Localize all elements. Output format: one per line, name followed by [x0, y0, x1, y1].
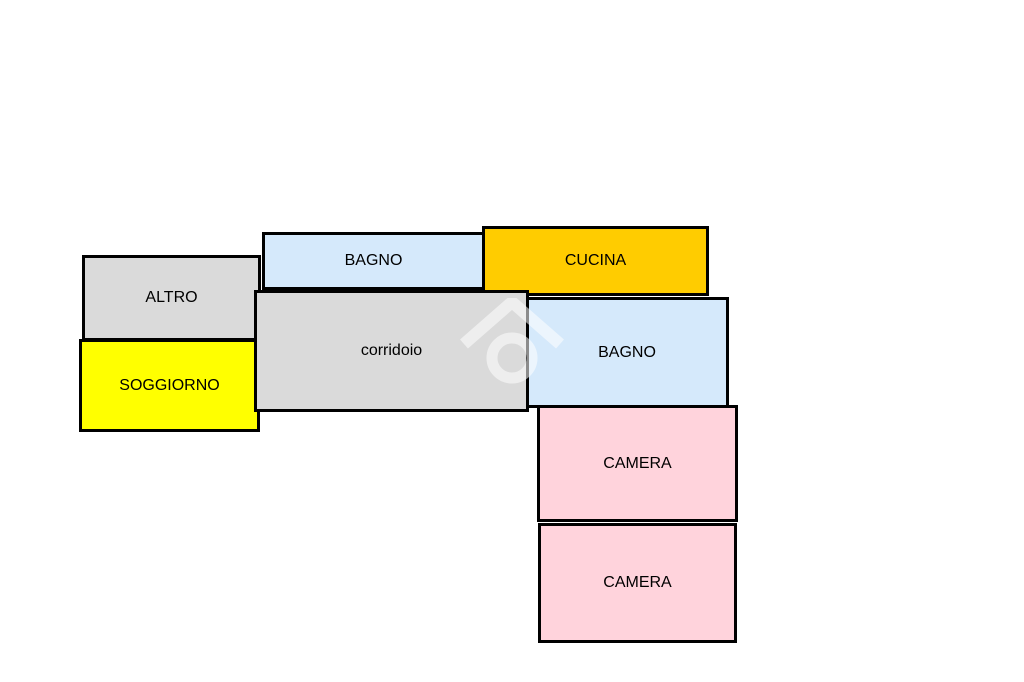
room-label: CAMERA — [603, 454, 672, 472]
room-bagno-right: BAGNO — [525, 297, 729, 408]
room-label: CAMERA — [603, 574, 672, 591]
room-label: BAGNO — [598, 343, 656, 361]
room-label: corridoio — [360, 342, 423, 359]
room-cucina: CUCINA — [482, 226, 709, 296]
room-corridoio: corridoio — [254, 290, 529, 412]
room-soggiorno: SOGGIORNO — [79, 339, 260, 432]
room-label: BAGNO — [344, 252, 403, 269]
room-label: SOGGIORNO — [119, 376, 220, 394]
room-camera-1: CAMERA — [537, 405, 738, 522]
room-label: CUCINA — [564, 252, 627, 269]
room-bagno-top: BAGNO — [262, 232, 485, 290]
room-camera-2: CAMERA — [538, 523, 737, 643]
room-altro: ALTRO — [82, 255, 261, 341]
room-label: ALTRO — [145, 289, 198, 306]
